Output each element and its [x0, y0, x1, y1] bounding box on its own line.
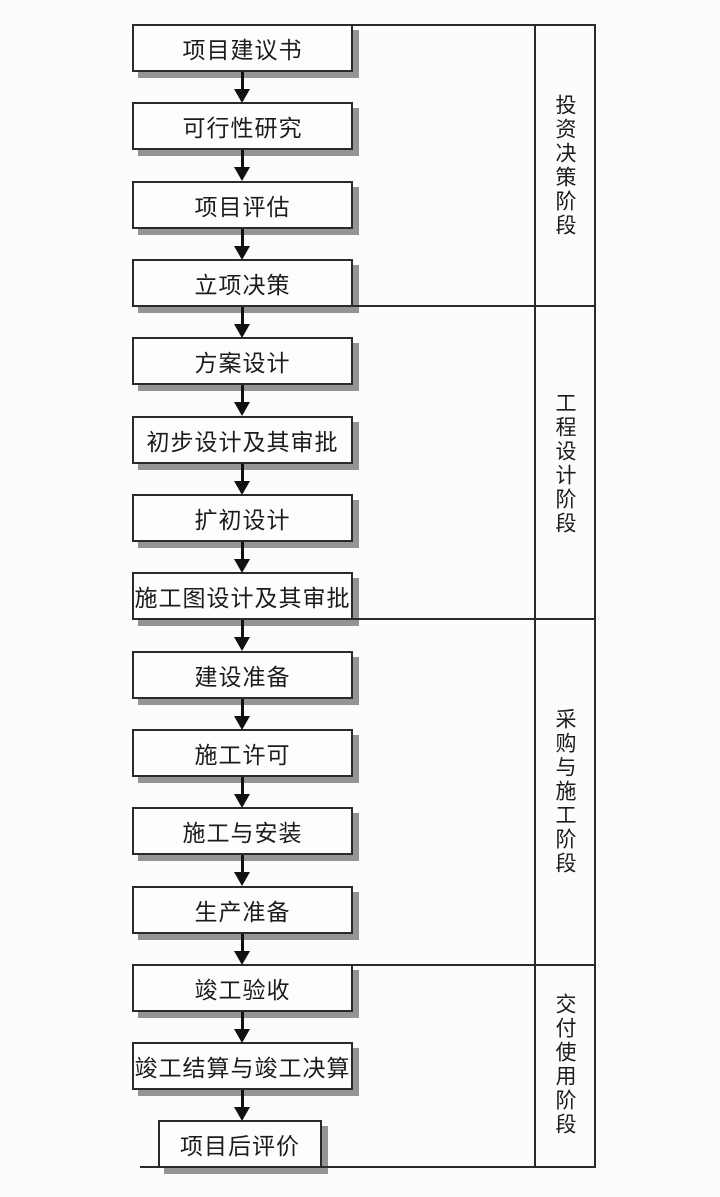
flow-step-construction-permit: 施工许可 — [132, 729, 353, 777]
flow-step-construction-prep: 建设准备 — [132, 651, 353, 699]
flow-step-scheme-design: 方案设计 — [132, 337, 353, 385]
down-arrow-icon — [234, 150, 251, 181]
phase-label-procurement-construction: 采购与施工阶段 — [553, 708, 577, 876]
flow-step-expanded-design: 扩初设计 — [132, 494, 353, 542]
phase-column-inner-line — [534, 24, 536, 1168]
phase-column-outer-line — [594, 24, 596, 1168]
flow-step-construction-drawings: 施工图设计及其审批 — [132, 572, 353, 620]
phase-divider-3 — [353, 964, 596, 966]
flow-step-completion-acceptance: 竣工验收 — [132, 964, 353, 1012]
flow-step-preliminary-design: 初步设计及其审批 — [132, 416, 353, 464]
flow-step-feasibility-study: 可行性研究 — [132, 102, 353, 150]
flow-step-approval-decision: 立项决策 — [132, 259, 353, 307]
phase-label-handover-use: 交付使用阶段 — [553, 993, 577, 1137]
flow-step-settlement-accounts: 竣工结算与竣工决算 — [132, 1042, 353, 1090]
flow-step-project-proposal: 项目建议书 — [132, 24, 353, 72]
flow-step-post-evaluation: 项目后评价 — [158, 1120, 322, 1168]
down-arrow-icon — [234, 229, 251, 260]
down-arrow-icon — [234, 542, 251, 573]
phase-label-investment-decision: 投资决策阶段 — [553, 93, 577, 238]
flow-step-production-prep: 生产准备 — [132, 886, 353, 934]
down-arrow-icon — [234, 699, 251, 730]
phase-divider-top — [353, 24, 596, 26]
phase-divider-1 — [353, 305, 596, 307]
flow-step-construction-install: 施工与安装 — [132, 807, 353, 855]
down-arrow-icon — [234, 620, 251, 651]
down-arrow-icon — [234, 1012, 251, 1043]
down-arrow-icon — [234, 1090, 251, 1121]
down-arrow-icon — [234, 385, 251, 416]
phase-divider-2 — [353, 618, 596, 620]
down-arrow-icon — [234, 934, 251, 965]
flow-step-project-evaluation: 项目评估 — [132, 181, 353, 229]
down-arrow-icon — [234, 464, 251, 495]
down-arrow-icon — [234, 72, 251, 103]
down-arrow-icon — [234, 855, 251, 886]
phase-divider-bottom — [140, 1166, 596, 1168]
phase-label-engineering-design: 工程设计阶段 — [553, 391, 577, 536]
down-arrow-icon — [234, 307, 251, 338]
down-arrow-icon — [234, 777, 251, 808]
